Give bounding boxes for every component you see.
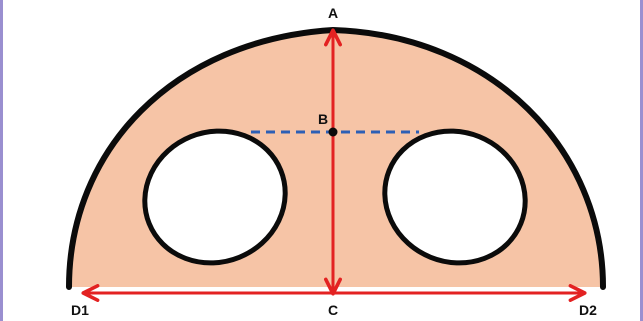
label-c: C: [328, 302, 338, 318]
point-b: [328, 127, 338, 137]
left-oval-hole: [142, 128, 288, 266]
label-d2: D2: [579, 302, 597, 318]
label-b: B: [318, 111, 328, 127]
label-a: A: [328, 5, 338, 21]
label-d1: D1: [71, 302, 89, 318]
diagram-canvas: A B C D1 D2: [66, 5, 606, 318]
body-fill: [69, 30, 603, 287]
right-oval-hole: [382, 128, 528, 266]
